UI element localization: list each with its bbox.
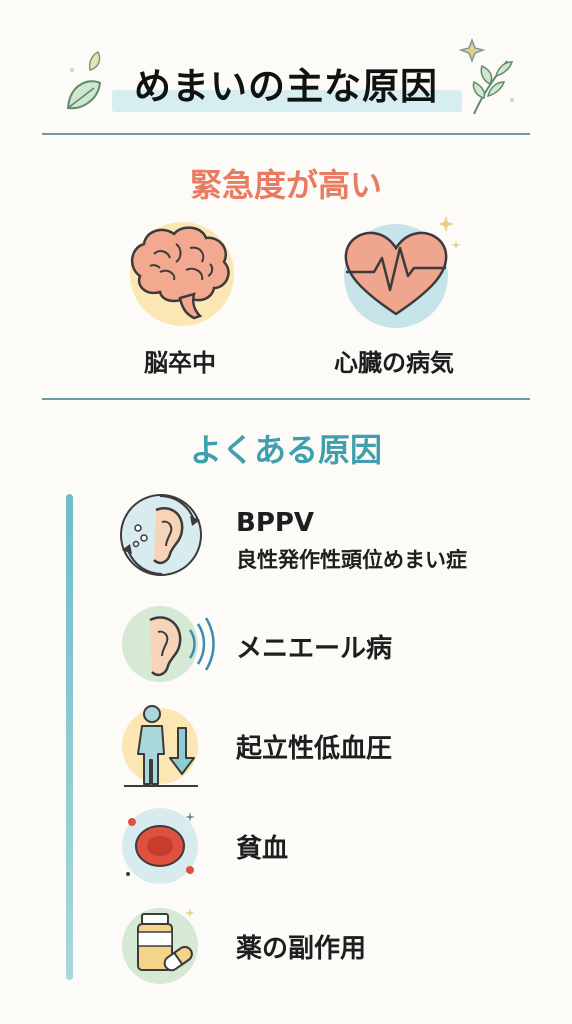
red-blood-cell-icon	[122, 808, 198, 884]
common-item-sublabel-bppv: 良性発作性頭位めまい症	[236, 548, 467, 572]
urgent-item-label-stroke: 脳卒中	[144, 349, 216, 377]
common-item-label-meniere: メニエール病	[236, 634, 393, 664]
ear-rotation-icon	[120, 494, 202, 576]
leaf-left-icon	[66, 50, 102, 110]
divider-top	[42, 133, 530, 135]
timeline-bar	[66, 494, 73, 980]
title-highlight	[112, 90, 462, 112]
common-item-label-anemia: 貧血	[236, 834, 289, 864]
common-item-label-orthostatic: 起立性低血圧	[236, 734, 393, 764]
common-item-label-medication: 薬の副作用	[236, 934, 367, 964]
standing-person-icon	[122, 705, 198, 787]
urgent-item-label-heart: 心臓の病気	[334, 349, 454, 377]
page-title: めまいの主な原因	[134, 65, 438, 108]
leaf-branch-right-icon	[458, 37, 514, 115]
urgent-section-heading: 緊急度が高い	[189, 166, 382, 204]
ear-sound-icon	[122, 606, 215, 682]
medicine-icon	[122, 908, 198, 984]
common-item-label-bppv: BPPV	[236, 508, 315, 538]
divider-middle	[42, 398, 530, 400]
heart-icon	[344, 216, 461, 328]
brain-icon	[130, 222, 234, 326]
common-section-heading: よくある原因	[189, 431, 382, 469]
